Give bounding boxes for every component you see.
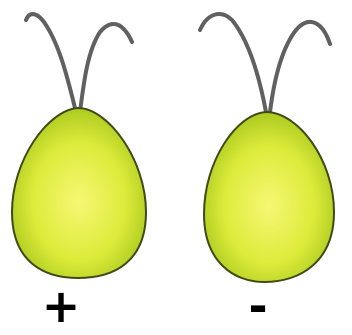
plus-cell-left-flagellum	[26, 14, 76, 112]
plus-cell	[12, 14, 146, 278]
plus-cell-body	[12, 108, 146, 278]
minus-cell	[200, 14, 334, 282]
minus-mating-type-label: -	[228, 278, 288, 334]
minus-cell-right-flagellum	[270, 22, 330, 112]
minus-cell-body	[204, 112, 334, 282]
plus-cell-right-flagellum	[80, 24, 132, 112]
minus-cell-left-flagellum	[200, 14, 266, 112]
plus-mating-type-label: +	[31, 278, 91, 334]
